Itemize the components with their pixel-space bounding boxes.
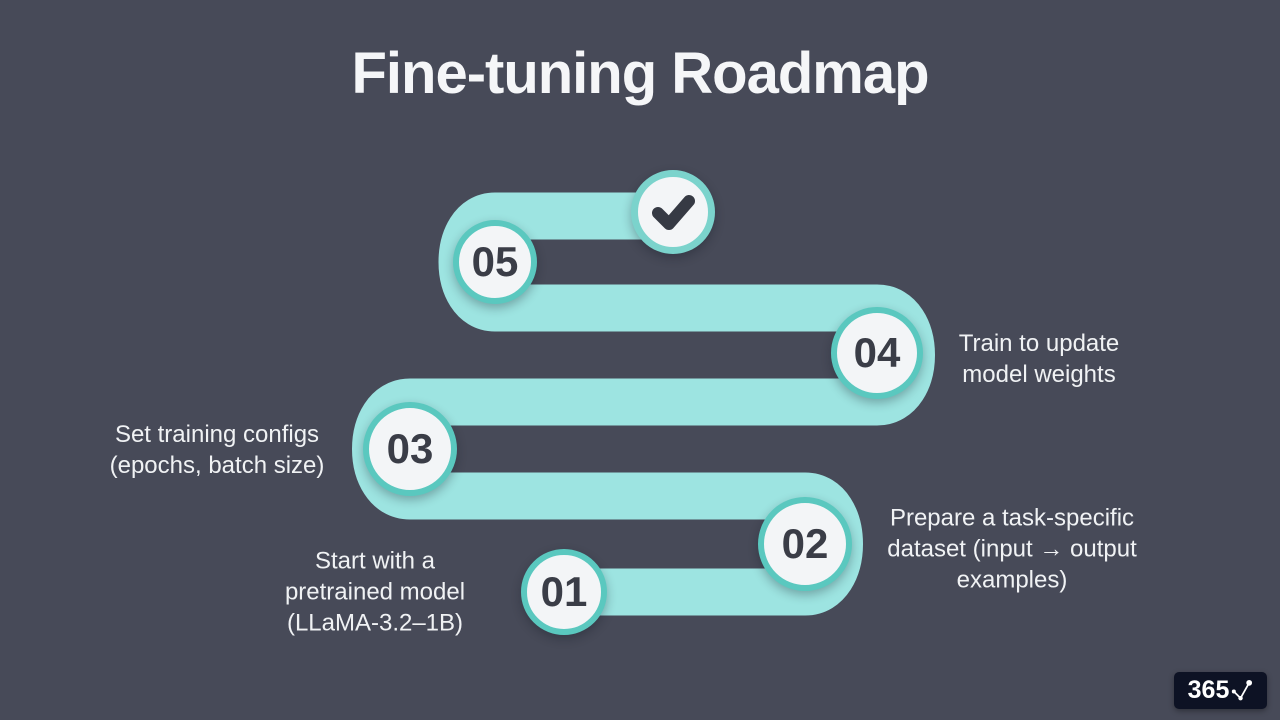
step-circle-05: 05 (453, 220, 537, 304)
step-circle-03: 03 (363, 402, 457, 496)
step-label-04: Train to update model weights (959, 328, 1120, 390)
brand-logo-text: 365 (1187, 676, 1230, 704)
step-number: 02 (781, 520, 829, 567)
step-label-04-line: Train to update (958, 330, 1120, 357)
step-circle-01: 01 (521, 549, 607, 635)
step-label-03-line: Set training configs (114, 421, 320, 448)
step-circle-04: 04 (831, 307, 923, 399)
goal-circle (631, 170, 715, 254)
step-label-02-line: Prepare a task-specific (889, 504, 1135, 532)
step-label-03: Set training configs (epochs, batch size… (110, 419, 325, 481)
step-label-01-line: Start with a (314, 547, 436, 575)
step-label-01: Start with a pretrained model (LLaMA-3.2… (285, 546, 465, 639)
step-number: 01 (540, 568, 588, 615)
step-circle-02: 02 (758, 497, 852, 591)
step-label-02-line: examples) (956, 566, 1068, 594)
check-icon (652, 195, 695, 230)
step-label-02-line: dataset (input → output (887, 535, 1137, 563)
step-label-03-line: (epochs, batch size) (109, 452, 325, 479)
brand-logo: 365 (1174, 672, 1267, 709)
step-label-01-line: pretrained model (284, 578, 466, 606)
step-number: 04 (853, 329, 901, 376)
page-title: Fine-tuning Roadmap (351, 41, 929, 106)
step-label-04-line: model weights (962, 361, 1116, 388)
step-label-02: Prepare a task-specific dataset (input →… (887, 503, 1137, 596)
step-number: 05 (471, 238, 519, 285)
line-chart-check-icon (1232, 679, 1253, 701)
step-number: 03 (386, 425, 434, 472)
step-label-01-line: (LLaMA-3.2–1B) (286, 609, 464, 637)
